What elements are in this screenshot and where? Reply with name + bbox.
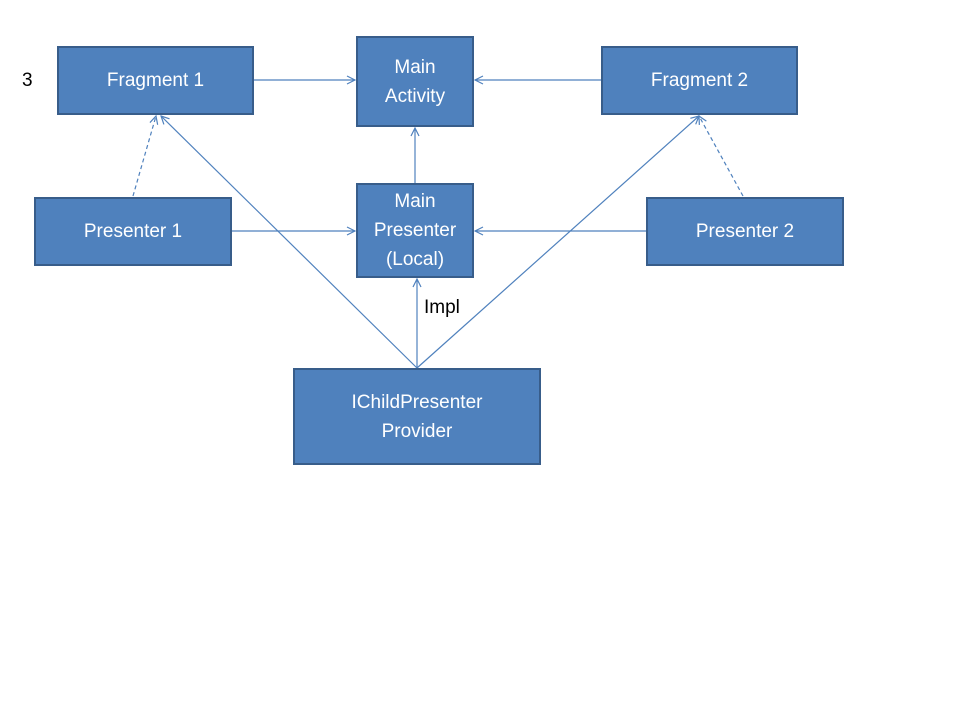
edge-provider-to-fragment2 <box>416 116 699 369</box>
edge-presenter1-to-fragment1 <box>132 116 156 197</box>
node-main-presenter: Main Presenter (Local) <box>356 183 474 278</box>
page-number: 3 <box>22 70 33 91</box>
edge-provider-to-fragment1 <box>161 116 418 369</box>
node-presenter-2: Presenter 2 <box>646 197 844 266</box>
node-fragment-2: Fragment 2 <box>601 46 798 115</box>
node-ichildpresenter-provider: IChildPresenter Provider <box>293 368 541 465</box>
node-fragment-1: Fragment 1 <box>57 46 254 115</box>
node-presenter-1: Presenter 1 <box>34 197 232 266</box>
edge-label-impl: Impl <box>424 297 460 318</box>
node-main-activity: Main Activity <box>356 36 474 127</box>
edge-presenter2-to-fragment2 <box>699 116 744 197</box>
